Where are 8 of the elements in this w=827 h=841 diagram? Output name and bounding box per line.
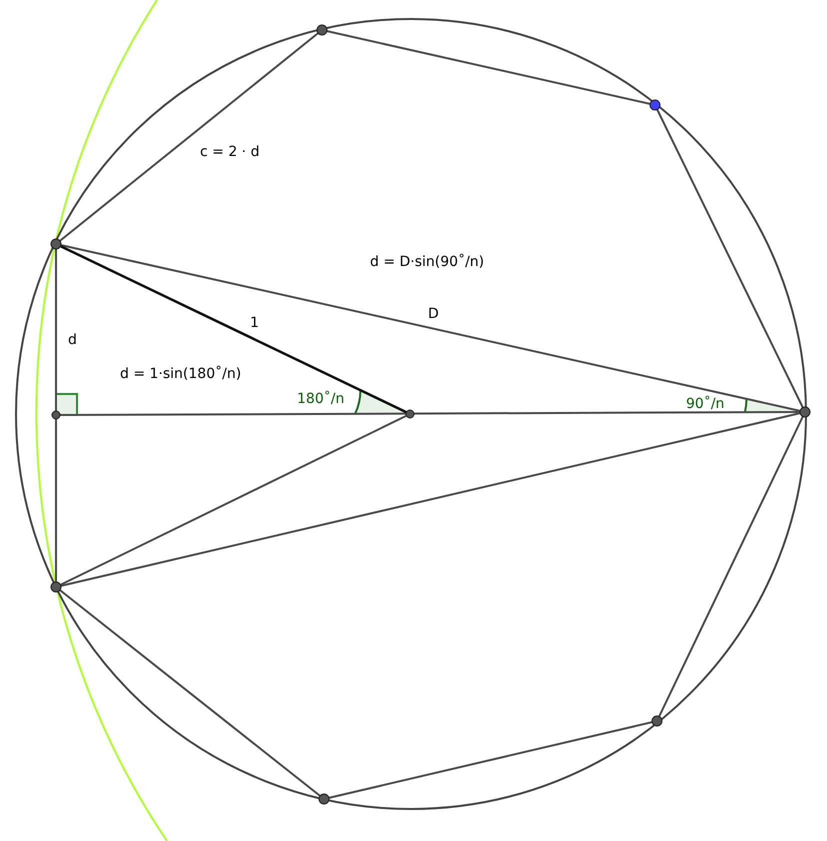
side-label: D [428,306,439,322]
angle-label: 90˚/n [686,396,724,412]
formula-label: c = 2 · d [200,144,260,160]
formula-label: d = 1·sin(180˚/n) [120,366,242,382]
side-label: 1 [250,315,259,331]
angle-label: 180˚/n [297,391,344,407]
formula-label: d = D·sin(90˚/n) [370,254,484,270]
side-label: d [68,332,77,348]
